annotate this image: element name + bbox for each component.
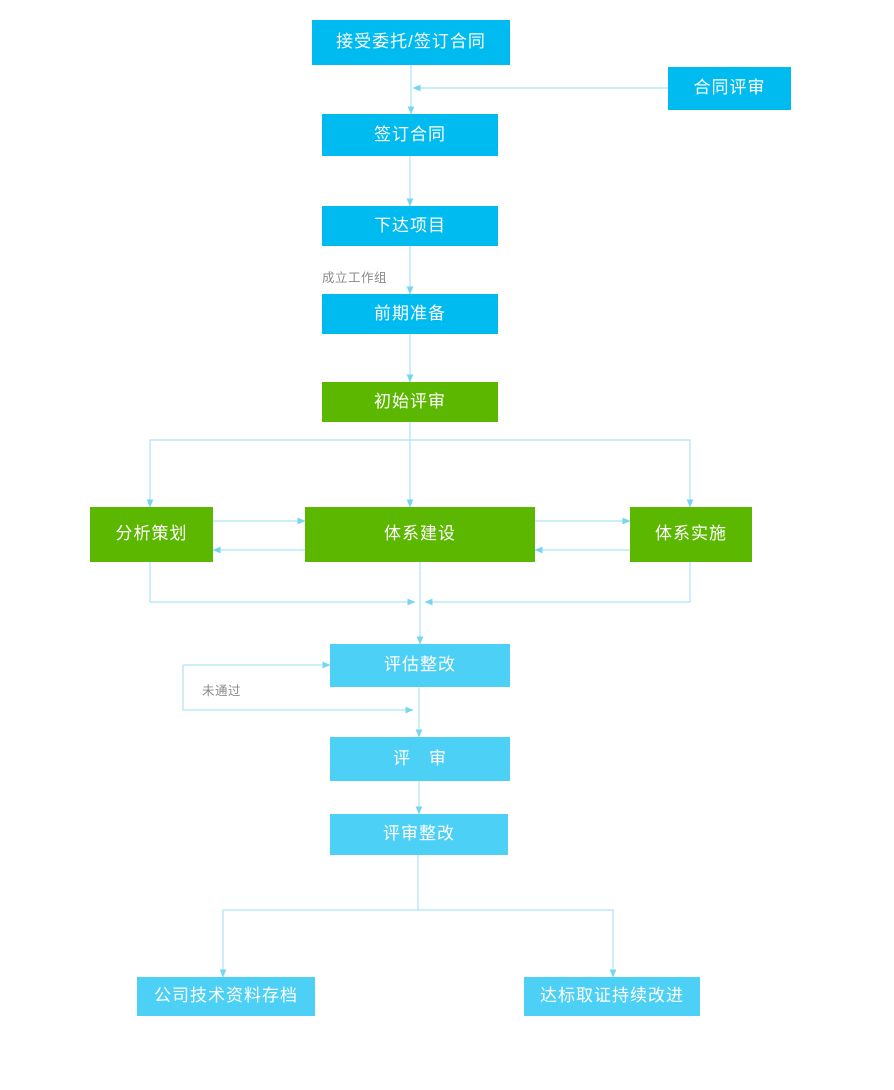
edge-label-form-working-group: 成立工作组 bbox=[322, 271, 388, 285]
node-system-construction[interactable]: 体系建设 bbox=[305, 507, 535, 562]
node-initial-review[interactable]: 初始评审 bbox=[322, 382, 498, 422]
node-contract-review[interactable]: 合同评审 bbox=[668, 67, 791, 110]
node-accept-commission[interactable]: 接受委托/签订合同 bbox=[312, 20, 510, 65]
node-assign-project[interactable]: 下达项目 bbox=[322, 206, 498, 246]
node-certification-improvement[interactable]: 达标取证持续改进 bbox=[524, 977, 700, 1016]
node-assessment-rectification[interactable]: 评估整改 bbox=[330, 644, 510, 687]
node-system-implementation[interactable]: 体系实施 bbox=[630, 507, 752, 562]
node-preliminary-preparation[interactable]: 前期准备 bbox=[322, 294, 498, 334]
node-company-archive[interactable]: 公司技术资料存档 bbox=[137, 977, 315, 1016]
node-analysis-planning[interactable]: 分析策划 bbox=[90, 507, 213, 562]
node-review[interactable]: 评 审 bbox=[330, 737, 510, 781]
node-review-rectification[interactable]: 评审整改 bbox=[330, 814, 508, 855]
edge-label-not-passed: 未通过 bbox=[202, 684, 242, 698]
node-sign-contract[interactable]: 签订合同 bbox=[322, 114, 498, 156]
